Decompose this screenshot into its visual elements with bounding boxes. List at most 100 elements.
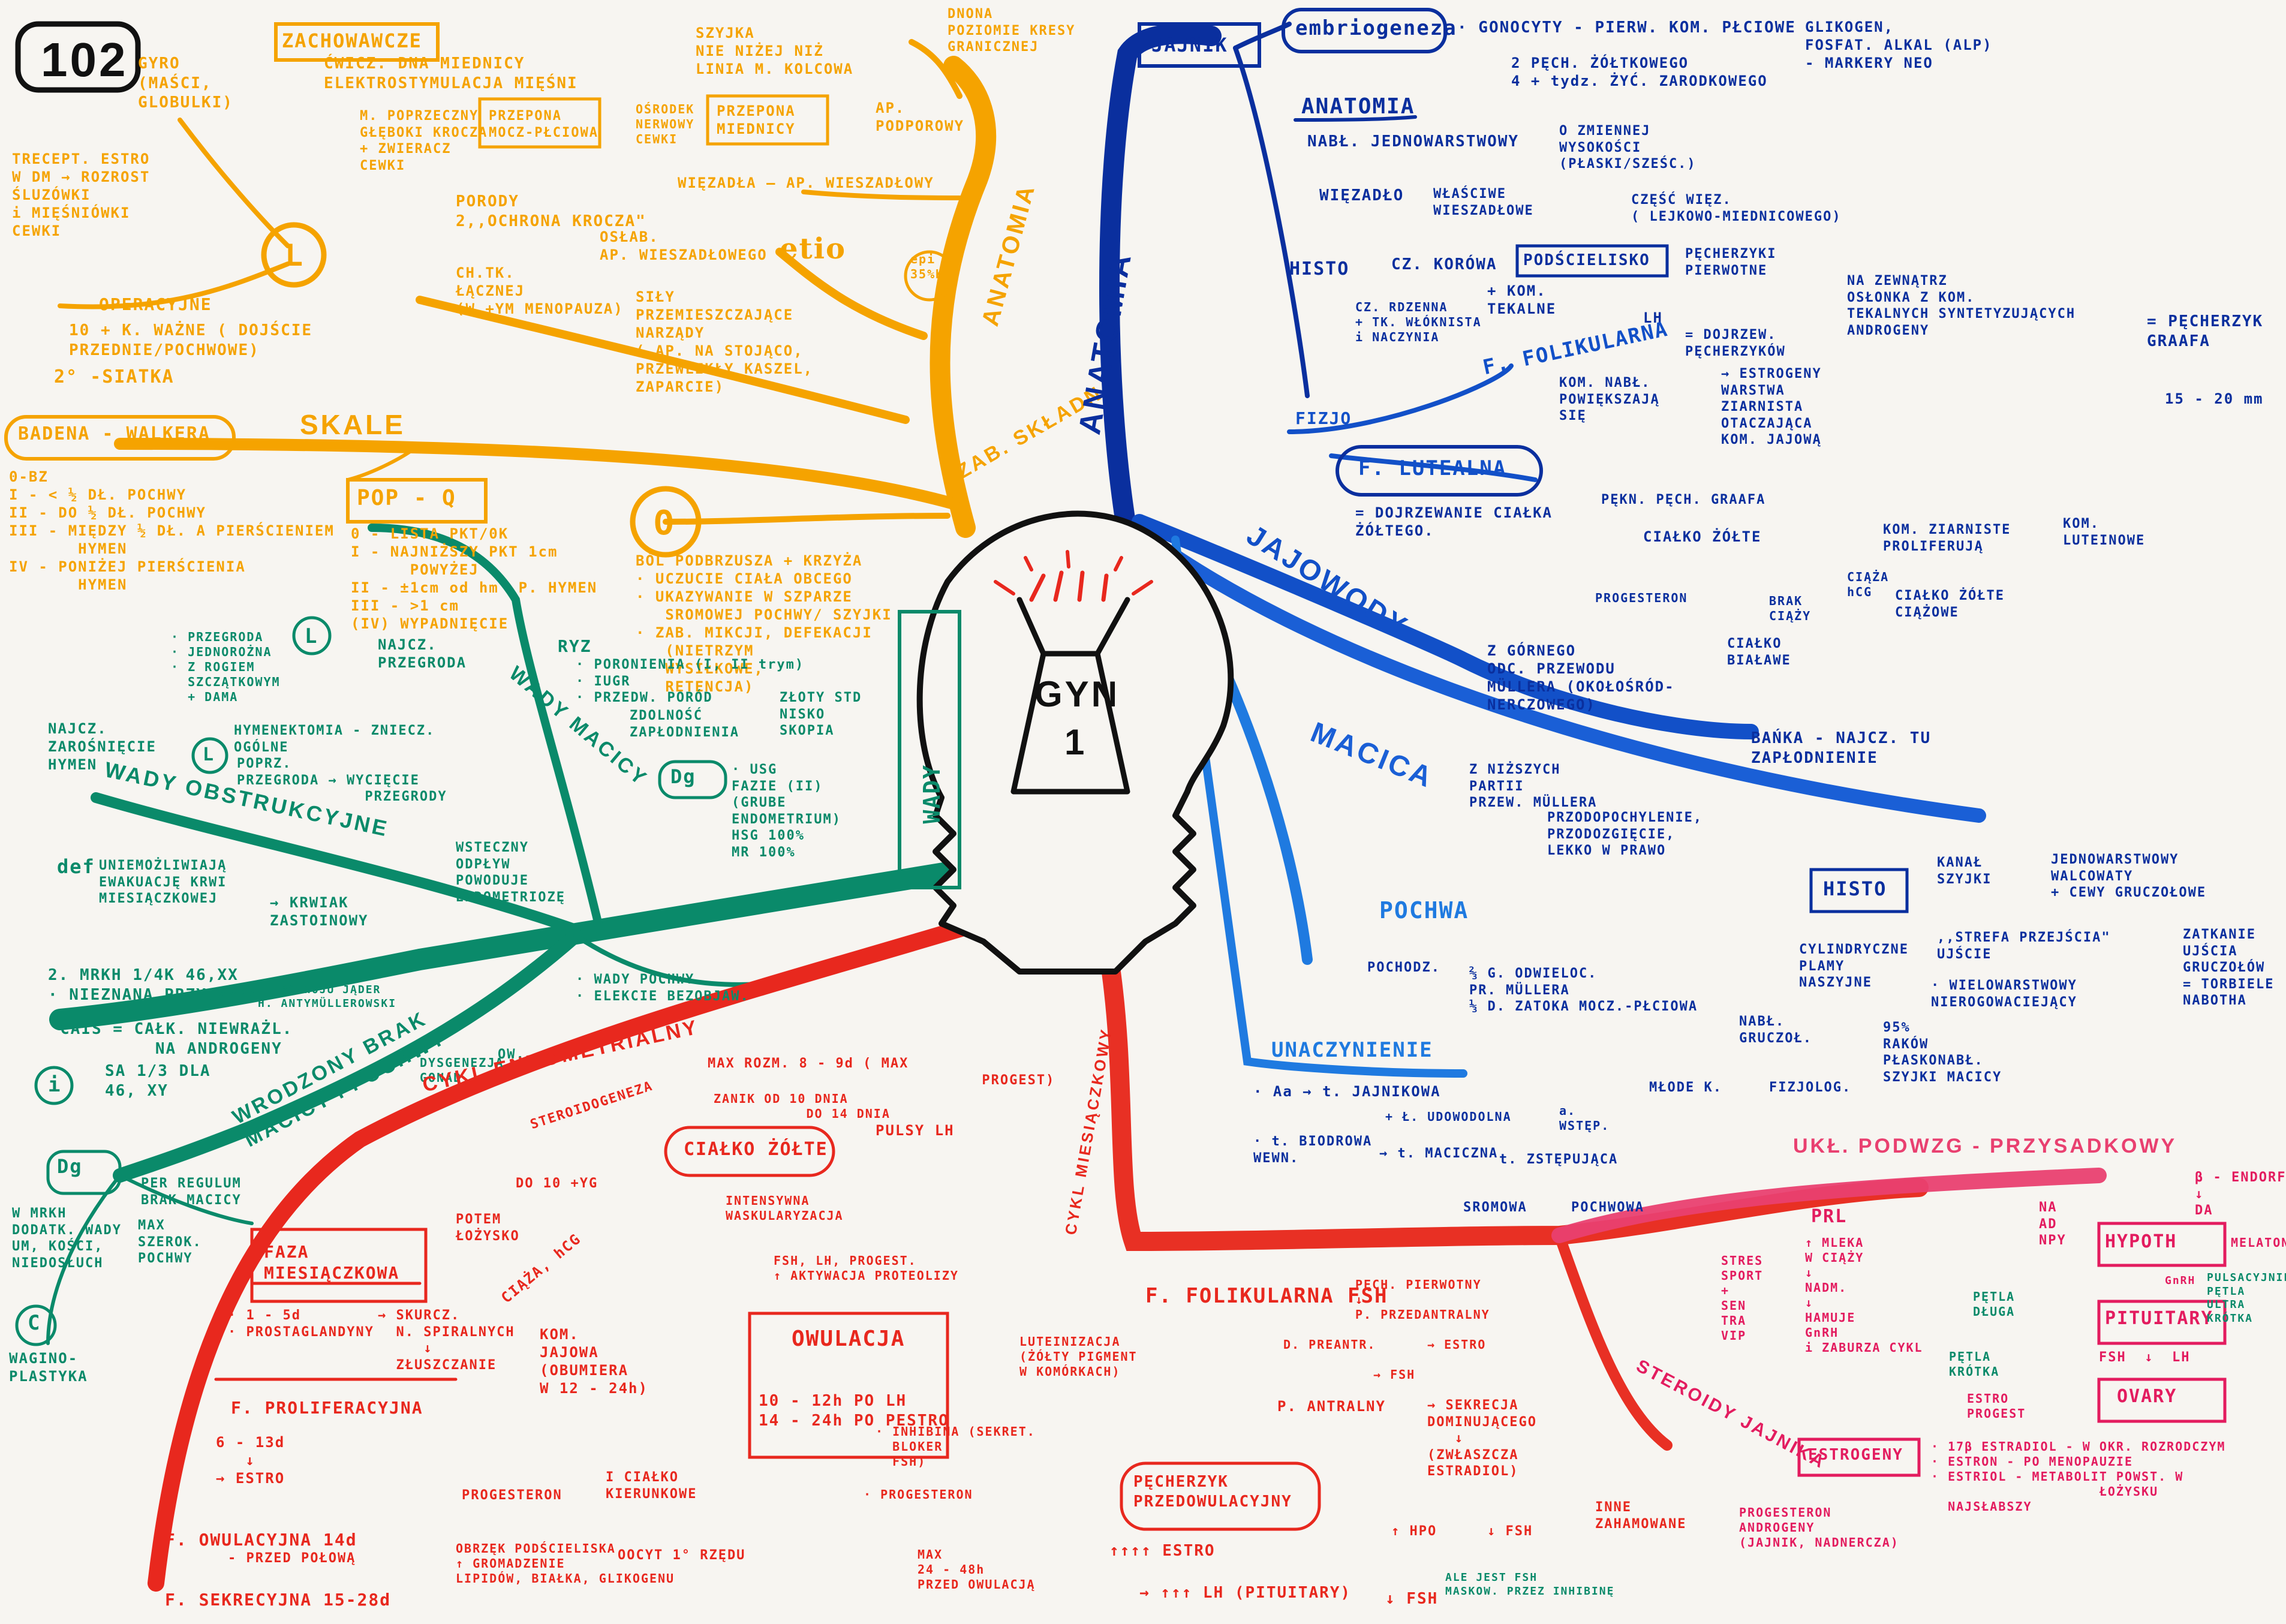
skurcz: → SKURCZ. N. SPIRALNYCH ↓ ZŁUSZCZANIE [378, 1308, 515, 1373]
zewnatrz: NA ZEWNĄTRZ OSŁONKA Z KOM. TEKALNYCH SYN… [1847, 273, 2076, 338]
orange-o-branch [663, 513, 951, 525]
gnrh: GnRH [2165, 1274, 2196, 1287]
przepona-m-box [706, 94, 829, 146]
rakow: 95% RAKÓW PŁASKONABŁ. SZYJKI MACICY [1883, 1020, 2002, 1085]
nabl-gruczol: NABŁ. GRUCZOŁ. [1739, 1014, 1812, 1046]
page-number-box [15, 21, 141, 93]
epi-circle [904, 250, 955, 302]
wady-box [898, 610, 961, 889]
zaburzenia: H. ROZWOJU JĄDER H. ANTYMÜLLEROWSKI [258, 984, 397, 1010]
badanie: PER REGULUM BRAK MACICY [141, 1176, 242, 1208]
cialko-biale: CIAŁKO BIAŁAWE [1727, 636, 1791, 668]
blue-anat-under [1294, 115, 1417, 122]
cialko-zolte-blue: CIAŁKO ŻÓŁTE [1643, 528, 1762, 545]
blue-lutealna [1329, 453, 1538, 482]
c-teal-label: C [28, 1311, 41, 1335]
badena-box [4, 415, 236, 461]
podscielisko-box [1515, 244, 1669, 278]
pochwa: POCHWA [1379, 897, 1469, 924]
pochodz: POCHODZ. [1367, 960, 1440, 975]
page-number: 102 [41, 33, 128, 86]
zstepujaca: t. ZSTĘPUJĄCA [1499, 1152, 1619, 1167]
zachowawcze-box [274, 22, 440, 62]
w-mrkh: W MRKH DODATK. WADY UM, KOŚCI, NIEDOSŁUC… [12, 1206, 122, 1271]
zatkanie: ZATKANIE UJŚCIA GRUCZOŁÓW = TORBIELE NAB… [2183, 927, 2275, 1008]
p-antralny: P. ANTRALNY [1277, 1398, 1386, 1415]
intensywna: INTENSYWNA WASKULARYZACJA [726, 1193, 844, 1223]
strefa: ,,STREFA PRZEJŚCIA" UJŚCIE [1937, 930, 2111, 962]
l-teal2-label: L [203, 744, 215, 765]
pituitary: PITUITARY [2105, 1308, 2213, 1329]
zloty: ZŁOTY STD NISKO SKOPIA [780, 690, 862, 738]
wiezadla: WIĘZADŁA — AP. WIESZADŁOWY [678, 175, 934, 191]
sa: SA 1/3 DLA 46, XY [105, 1062, 211, 1100]
pochwowa: POCHWOWA [1571, 1200, 1644, 1215]
ale: ALE JEST FSH MASKOW. PRZEZ INHIBINĘ [1445, 1571, 1615, 1598]
owulacja-box [748, 1312, 949, 1459]
podscielisko: PODŚCIELISKO [1523, 251, 1650, 269]
hypoth-box [2097, 1222, 2227, 1267]
czesc: CZĘŚĆ WIĘZ. ( LEJKOWO-MIEDNICOWEGO) [1631, 193, 1842, 224]
porody: PORODY 2,,OCHRONA KROCZA" [456, 193, 646, 230]
estro-red: → ESTRO [1427, 1337, 1487, 1352]
popq-box [346, 478, 488, 524]
potem: POTEM ŁOŻYSKO [456, 1212, 520, 1244]
najcz-zarosn: NAJCZ. ZAROŚNIĘCIE HYMEN [48, 720, 157, 773]
hsg-blue: ⅔ G. ODWIELOC. PR. MÜLLERA ⅓ D. ZATOKA M… [1469, 966, 1698, 1014]
osrodki: OŚRODEK NERWOWY CEWKI [636, 102, 695, 146]
l-circle-teal [292, 616, 332, 655]
dnona: DNONA POZIOMIE KRESY GRANICZNEJ [948, 7, 1076, 55]
aorta: + Ł. UDOWODOLNA [1385, 1109, 1512, 1124]
popq: POP - Q [357, 486, 456, 510]
wlasciwe: WŁAŚCIWE WIESZADŁOWE [1433, 187, 1534, 218]
orange-main-branch [930, 56, 997, 538]
przepona-miedn: PRZEPONA MIEDNICY [717, 103, 796, 137]
uniemozl: UNIEMOŻLIWIAJĄ EWAKUACJĘ KRWI MIESIĄCZKO… [99, 858, 227, 906]
pecherzyki: 2 PĘCH. ŻÓŁTKOWEGO 4 + tydz. ŻYĆ. ZARODK… [1511, 55, 1768, 89]
epi: epi 35%K [910, 252, 945, 281]
hypoth: HYPOTH [2105, 1231, 2177, 1252]
ap-podporowy: AP. PODPOROWY [876, 100, 965, 134]
pmleka: ↑ MLEKA W CIĄŻY ↓ NADM. ↓ HAMUJE GnRH i … [1805, 1235, 1923, 1355]
z-nizszych: Z NIŻSZYCH PARTII PRZEW. MÜLLERA [1469, 762, 1598, 810]
d-preanat: D. PREANTR. [1283, 1337, 1376, 1352]
cialko-box [664, 1126, 835, 1177]
ciaza-hcg: CIĄŻA hCG [1847, 570, 1890, 599]
blue-jajnik-embrio [1233, 22, 1292, 50]
f-owul-sub: - PRZED POŁOWĄ [228, 1551, 356, 1566]
usg: · USG FAZIE (II) (GRUBE ENDOMETRIUM) HSG… [732, 762, 841, 860]
progesteron-red: PROGESTERON [462, 1488, 563, 1503]
blue-jajowody [1132, 514, 1759, 739]
prolif-d: 6 - 13d ↓ → ESTRO [216, 1434, 285, 1487]
pech-pierw: PĘCH. PIERWOTNY ↓ P. PRZEDANTRALNY [1355, 1277, 1490, 1322]
center-number: 1 [1064, 722, 1087, 762]
pituitary-box [2097, 1300, 2227, 1345]
anatomia-sub: ANATOMIA [1301, 94, 1415, 119]
l-teal-label: L [305, 624, 318, 648]
estrogeny-blue: → ESTROGENY WARSTWA ZIARNISTA OTACZAJĄCA… [1721, 366, 1822, 447]
mrkh: 2. MRKH 1/4K 46,XX · NIEZNANA PRZYCZYNA [48, 966, 260, 1004]
wielowarstw: · WIELOWARSTWOWY NIEROGOWACIEJĄCY [1931, 978, 2077, 1010]
orange-popq [346, 442, 422, 482]
f-owul: F. OWULACYJNA 14d [165, 1530, 357, 1550]
jajnik: JAJNIK [1151, 34, 1228, 56]
kom-jajowa: KOM. JAJOWA (OBUMIERA W 12 - 24h) [540, 1326, 648, 1397]
prl: PRL [1811, 1206, 1848, 1227]
orange-upper-branch [775, 248, 928, 340]
kom-tekalne: + KOM. TEKALNE [1487, 282, 1557, 317]
red-sterydy [1554, 1230, 1673, 1451]
wady: WADY [919, 763, 946, 824]
dg-teal: Dg [670, 765, 696, 788]
orange-wiezadla [801, 190, 968, 200]
fsh-lh-red: FSH, LH, PROGEST. ↑ AKTYWACJA PROTEOLIZY [774, 1253, 959, 1283]
progest-red: · PROGESTERON [864, 1487, 973, 1502]
progesteron-pink: PROGESTERON ANDROGENY (JAJNIK, NADNERCZA… [1739, 1505, 1899, 1550]
histo2-box [1809, 868, 1909, 913]
oocyt: OOCYT 1° RZĘDU [618, 1548, 746, 1563]
z-gornego: Z GÓRNEGO ODC. PRZEWODU MÜLLERA (OKOŁOŚR… [1487, 642, 1675, 713]
glikogen: GLIKOGEN, FOSFAT. ALKAL (ALP) - MARKERY … [1805, 19, 1993, 71]
histo2: HISTO [1823, 877, 1887, 900]
fsh-down: ↓ FSH [1487, 1524, 1533, 1539]
orange-to-dnona [909, 39, 962, 99]
